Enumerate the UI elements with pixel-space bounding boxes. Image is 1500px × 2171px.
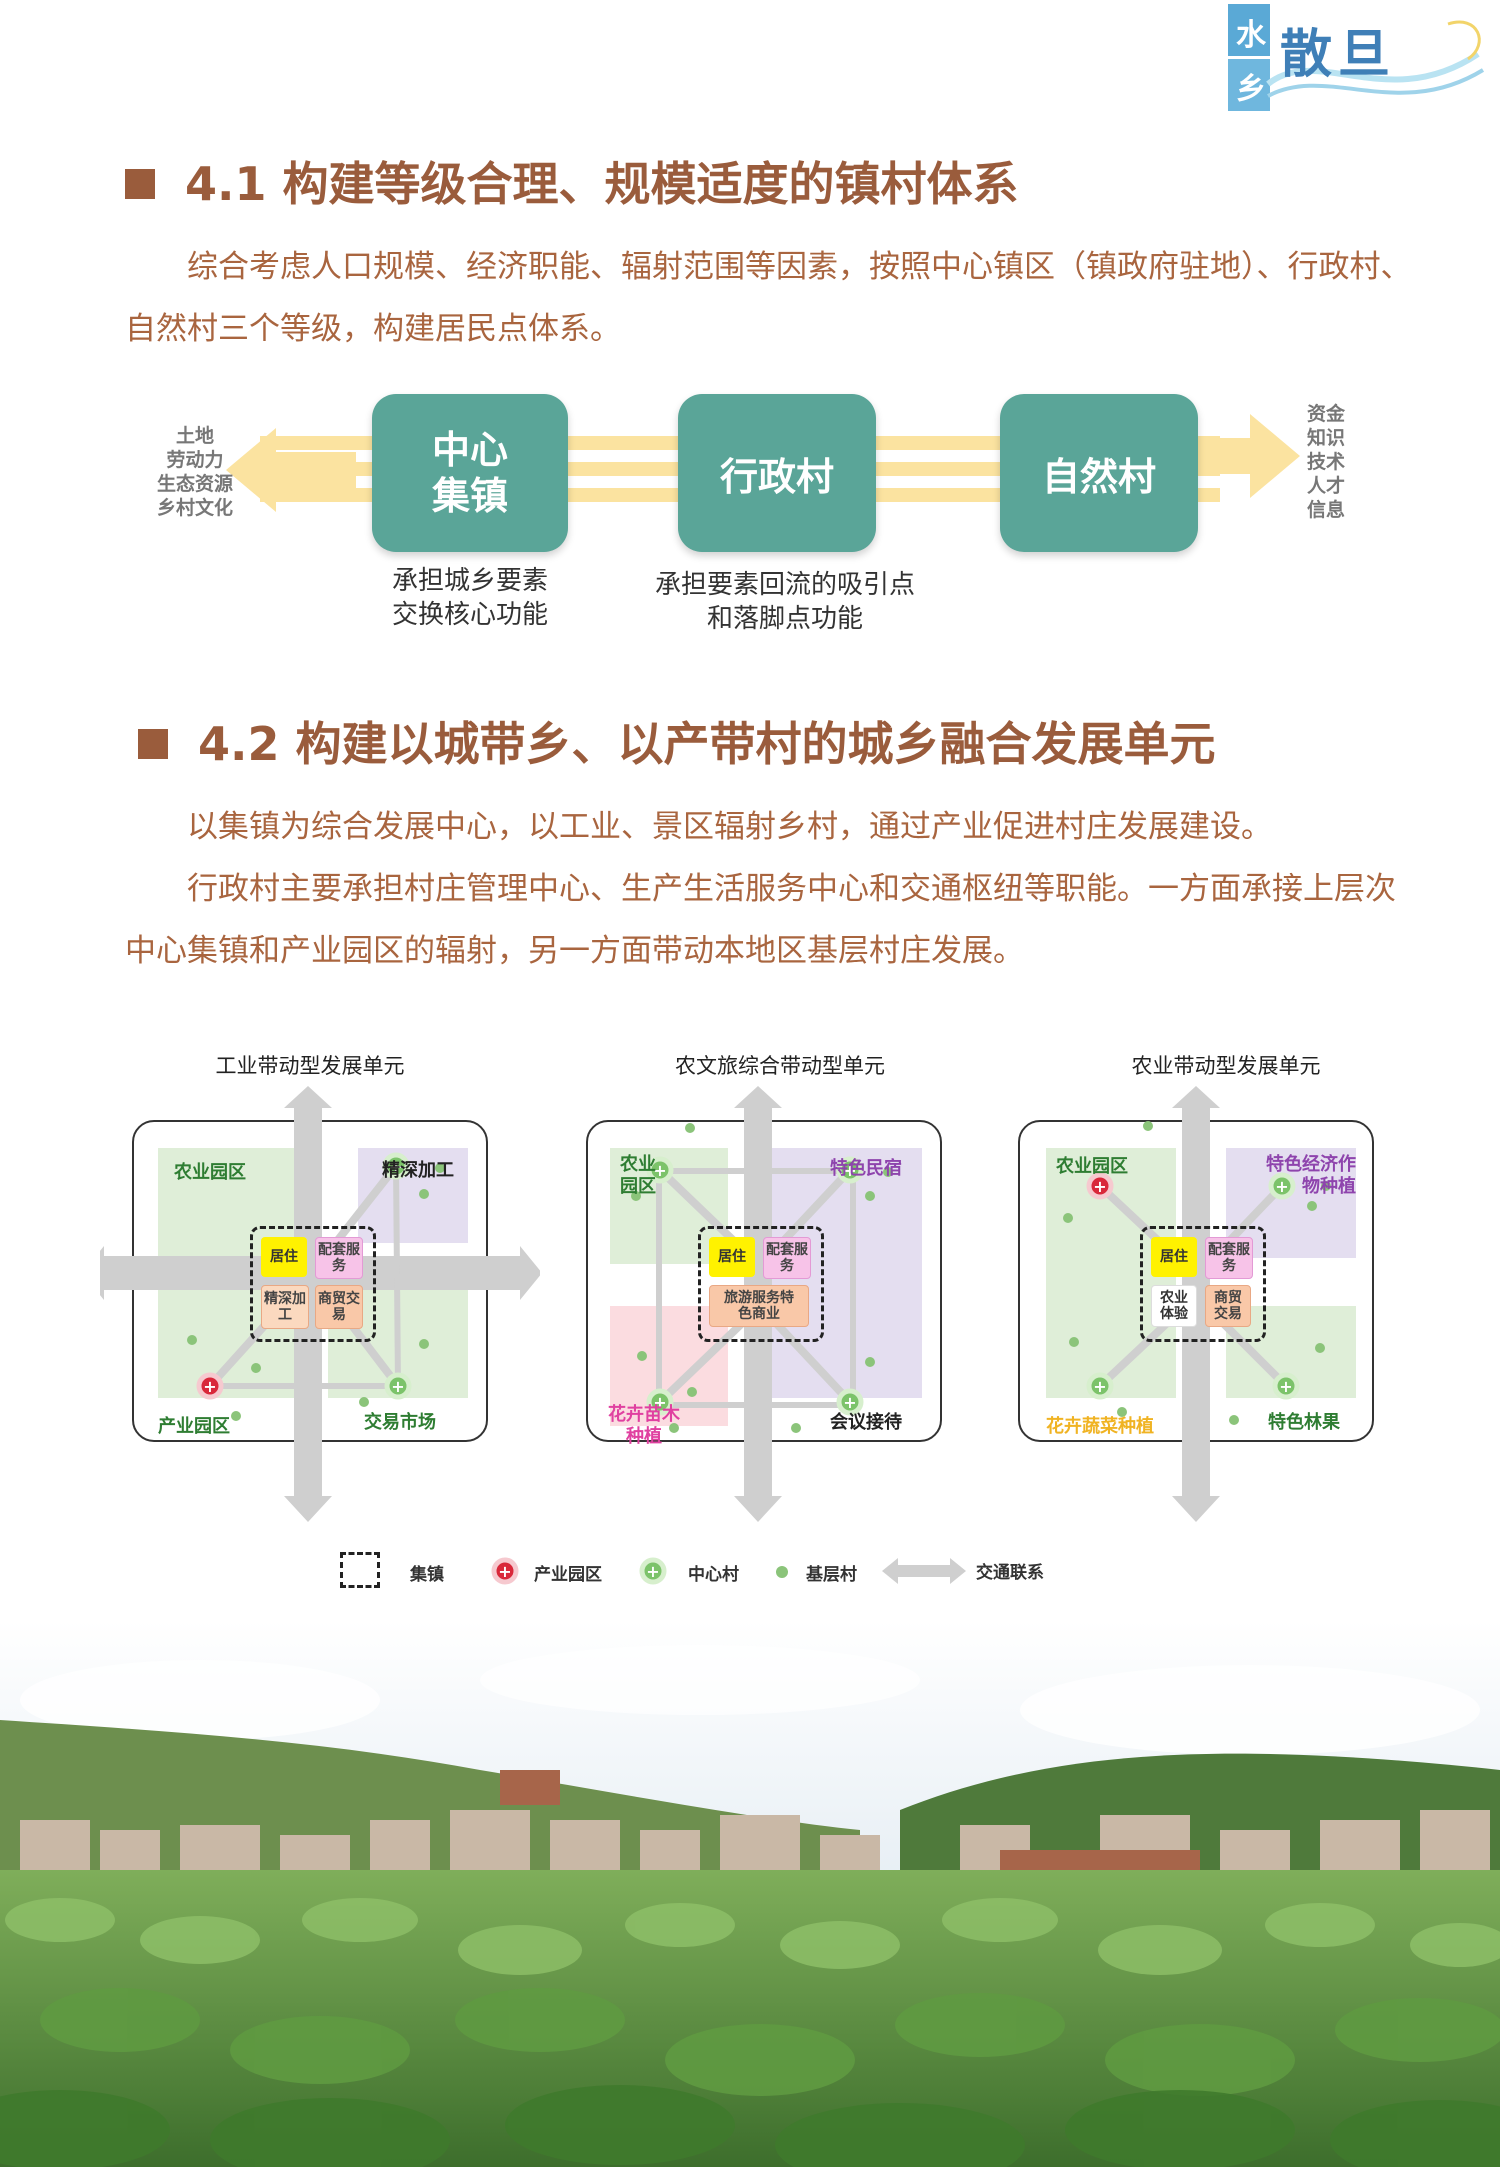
- svg-text:+: +: [391, 1377, 404, 1396]
- flow-output-item: 资金: [1306, 403, 1345, 425]
- flow-output-item: 人才: [1306, 475, 1345, 497]
- flow-caption-admin-village: 承担要素回流的吸引点 和落脚点功能: [620, 568, 950, 636]
- core-cell: 居住: [1151, 1237, 1197, 1277]
- flow-output-item: 技术: [1306, 451, 1345, 473]
- legend-transport-label: 交通联系: [976, 1563, 1044, 1583]
- logo-char-2: 乡: [1236, 72, 1266, 107]
- section1-heading-text: 4.1 构建等级合理、规模适度的镇村体系: [185, 157, 1019, 211]
- core-cell: 居住: [261, 1237, 307, 1277]
- zone-label-br: 特色林果: [1268, 1412, 1340, 1433]
- zone-label-tr: 特色民宿: [830, 1158, 902, 1179]
- flow-input-item: 生态资源: [156, 473, 233, 495]
- town-core: 居住 配套服务 精深加工 商贸交易: [250, 1226, 376, 1342]
- zone-label-br: 会议接待: [830, 1412, 902, 1433]
- flow-input-item: 劳动力: [166, 449, 224, 471]
- brand-logo: 水 乡 散旦: [1228, 4, 1490, 116]
- section2-heading-text: 4.2 构建以城带乡、以产带村的城乡融合发展单元: [198, 717, 1216, 771]
- photo-illustration: [0, 1620, 1500, 2171]
- core-cell: 配套服务: [1205, 1237, 1253, 1279]
- heading-bullet: [138, 728, 168, 759]
- caption-line: 交换核心功能: [391, 600, 548, 630]
- flow-box-line: 中心: [431, 428, 508, 472]
- flow-input-item: 乡村文化: [156, 497, 233, 519]
- zone-label-bl: 产业园区: [158, 1416, 230, 1437]
- zone-label-bl: 花卉蔬菜种植: [1046, 1416, 1154, 1437]
- zone-label-tl: 农业园区: [1056, 1156, 1128, 1177]
- flow-box-line: 行政村: [719, 454, 834, 499]
- core-cell: 居住: [709, 1237, 755, 1277]
- core-cell: 精深加工: [261, 1285, 309, 1329]
- unit-title: 农业带动型发展单元: [1131, 1054, 1321, 1078]
- zone-label-br: 交易市场: [364, 1412, 436, 1433]
- zone-label-tr: 精深加工: [382, 1160, 454, 1181]
- logo-title: 散旦: [1280, 24, 1397, 85]
- zone-label-tl: 农业园区: [620, 1154, 656, 1197]
- zone-label-tl: 农业园区: [174, 1162, 246, 1183]
- legend-transport-icon: [882, 1558, 966, 1584]
- legend-town-icon: [340, 1552, 380, 1588]
- section2-heading: 4.2 构建以城带乡、以产带村的城乡融合发展单元: [138, 708, 1216, 774]
- zone-label-tr: 特色经济作物种植: [1266, 1154, 1356, 1197]
- svg-text:+: +: [203, 1377, 216, 1396]
- caption-line: 承担要素回流的吸引点: [654, 570, 915, 600]
- svg-text:+: +: [843, 1161, 856, 1180]
- caption-line: 承担城乡要素: [391, 566, 548, 596]
- legend-central-village-icon: +: [639, 1557, 667, 1585]
- unit-legend: 集镇 + 产业园区 + 中心村 基层村 交通联系: [330, 1546, 1090, 1596]
- zone-label-bl: 花卉苗木种植: [608, 1404, 680, 1447]
- svg-text:+: +: [843, 1393, 856, 1412]
- svg-text:+: +: [646, 1562, 659, 1581]
- svg-text:+: +: [1279, 1377, 1292, 1396]
- flow-input-item: 土地: [175, 425, 214, 447]
- flow-box-central-town: 中心 集镇: [372, 394, 568, 552]
- legend-base-village-icon: [776, 1566, 788, 1578]
- logo-char-1: 水: [1236, 18, 1266, 53]
- core-cell: 旅游服务特色商业: [709, 1285, 809, 1327]
- legend-base-village-label: 基层村: [806, 1565, 857, 1585]
- logo-graphic: [1228, 4, 1485, 111]
- section1-heading: 4.1 构建等级合理、规模适度的镇村体系: [125, 148, 1019, 214]
- unit-diagram-industrial: 工业带动型发展单元 + + + 农业园区 精深加工 产业园区 交易市场 居住 配…: [100, 1050, 540, 1522]
- legend-industrial-park-label: 产业园区: [534, 1565, 602, 1585]
- core-cell: 商贸交易: [315, 1285, 363, 1329]
- section1-paragraph: 综合考虑人口规模、经济职能、辐射范围等因素，按照中心镇区（镇政府驻地）、行政村、…: [125, 249, 1412, 347]
- svg-text:+: +: [389, 1157, 402, 1176]
- unit-title: 农文旅综合带动型单元: [675, 1054, 885, 1078]
- flow-output-item: 信息: [1306, 499, 1345, 521]
- town-core: 居住 配套服务 旅游服务特色商业: [698, 1226, 824, 1342]
- unit-diagram-agri-culture-tourism: 农文旅综合带动型单元 + + + + 农业园区 特色民宿 花卉苗木种植 会议接待…: [570, 1050, 1010, 1522]
- svg-text:+: +: [1093, 1177, 1106, 1196]
- flow-box-line: 集镇: [431, 474, 508, 518]
- flow-output-list: 资金 知识 技术 人才 信息: [1286, 402, 1366, 522]
- flow-caption-central-town: 承担城乡要素 交换核心功能: [360, 564, 580, 632]
- town-core: 居住 配套服务 农业体验 商贸交易: [1140, 1226, 1266, 1342]
- flow-box-line: 自然村: [1041, 454, 1156, 499]
- core-cell: 配套服务: [315, 1237, 363, 1279]
- legend-industrial-park-icon: +: [491, 1557, 519, 1585]
- flow-arrow-left-icon: [226, 428, 356, 512]
- svg-text:+: +: [498, 1562, 511, 1581]
- flow-arrow-right-icon: [1170, 414, 1300, 498]
- section2-paragraph-1: 以集镇为综合发展中心，以工业、景区辐射乡村，通过产业促进村庄发展建设。: [187, 809, 1272, 845]
- flow-box-natural-village: 自然村: [1000, 394, 1198, 552]
- svg-text:+: +: [1093, 1377, 1106, 1396]
- unit-title: 工业带动型发展单元: [215, 1054, 405, 1078]
- core-cell: 农业体验: [1151, 1285, 1197, 1327]
- legend-central-village-label: 中心村: [688, 1565, 739, 1585]
- flow-input-list: 土地 劳动力 生态资源 乡村文化: [140, 424, 250, 520]
- svg-text:+: +: [653, 1161, 666, 1180]
- svg-text:+: +: [653, 1393, 666, 1412]
- settlement-flow-diagram: 土地 劳动力 生态资源 乡村文化 资金 知识 技术 人才 信息 中心 集镇 行政…: [0, 380, 1500, 640]
- core-cell: 配套服务: [763, 1237, 811, 1279]
- flow-box-admin-village: 行政村: [678, 394, 876, 552]
- flow-output-item: 知识: [1306, 427, 1345, 449]
- heading-bullet: [125, 168, 155, 199]
- core-cell: 商贸交易: [1205, 1285, 1251, 1327]
- village-lotus-photo: [0, 1620, 1500, 2171]
- unit-diagram-agriculture: 农业带动型发展单元 + + + + 农业园区 特色经济作物种植 花卉蔬菜种植 特…: [1016, 1050, 1456, 1522]
- svg-text:+: +: [1275, 1177, 1288, 1196]
- caption-line: 和落脚点功能: [706, 604, 863, 634]
- legend-town-label: 集镇: [410, 1565, 444, 1585]
- section2-paragraph-2: 行政村主要承担村庄管理中心、生产生活服务中心和交通枢纽等职能。一方面承接上层次中…: [125, 871, 1396, 969]
